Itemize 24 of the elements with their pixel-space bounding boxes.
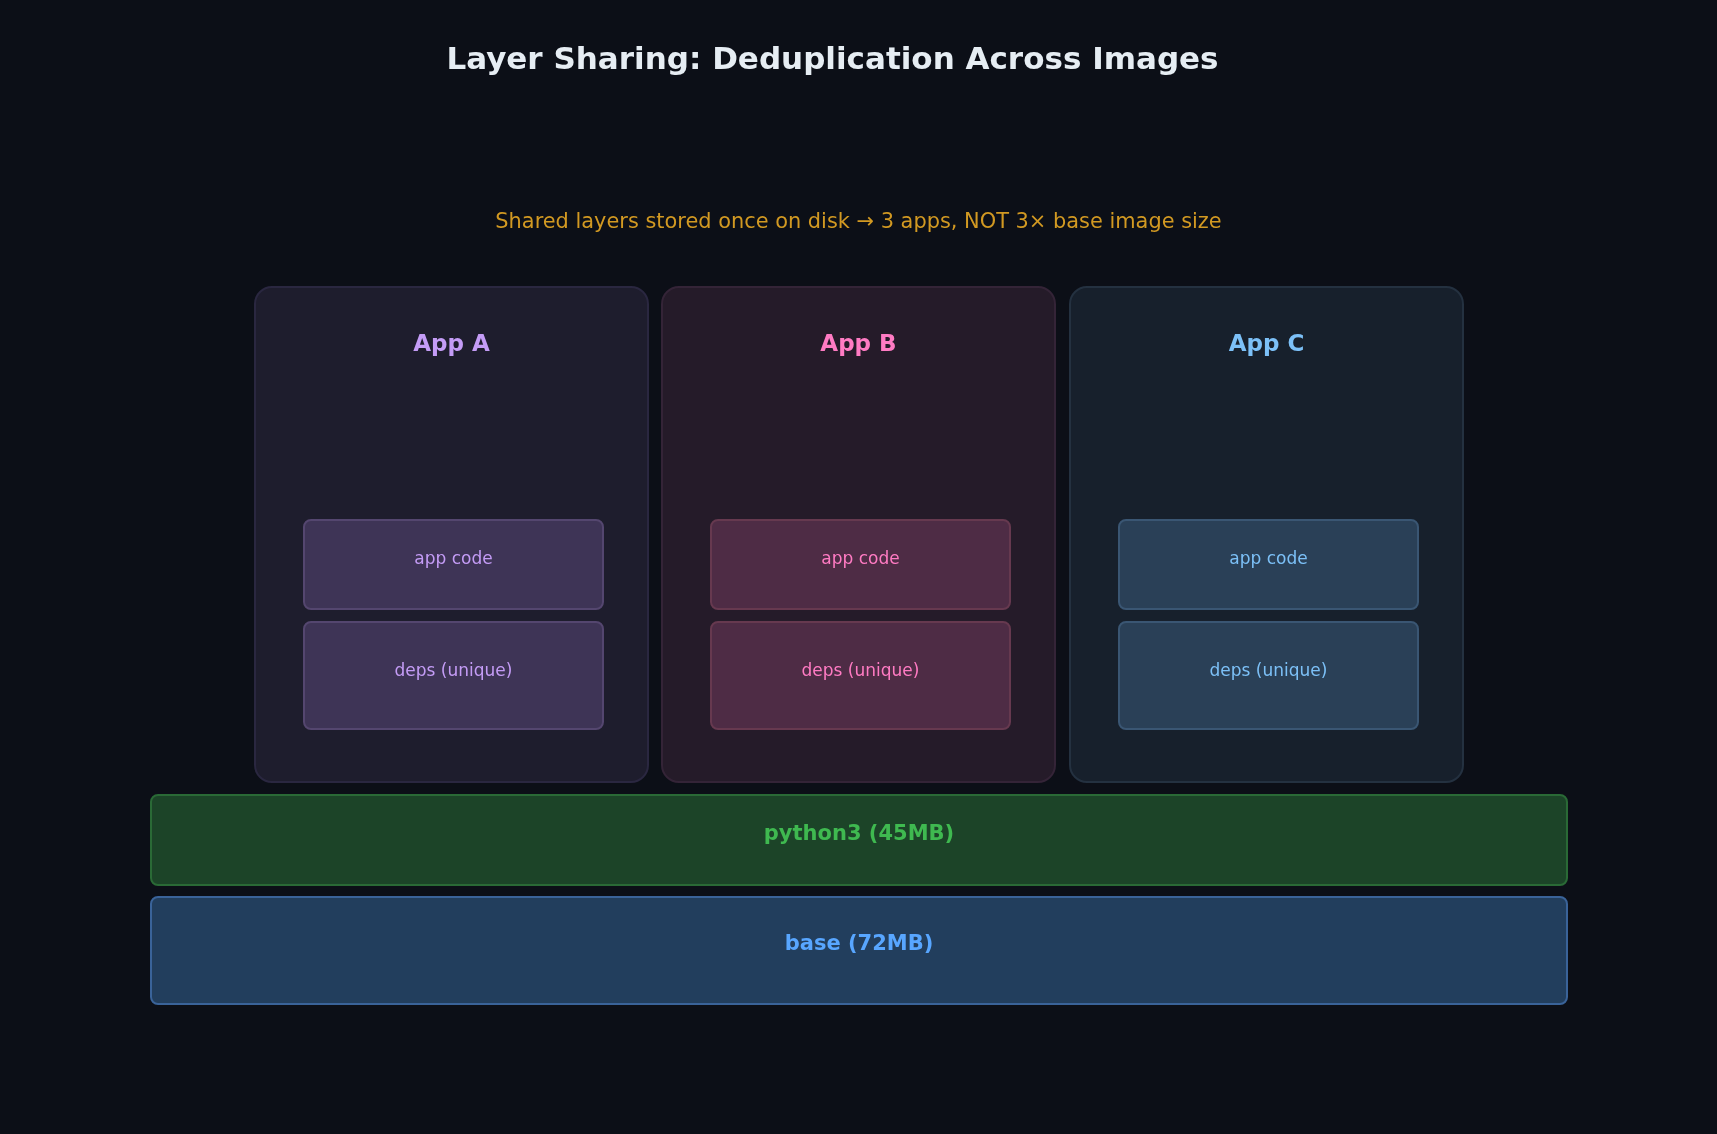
- diagram-title: Layer Sharing: Deduplication Across Images: [445, 40, 1220, 76]
- image-title: App A: [413, 328, 490, 358]
- layer-label: deps (unique): [1209, 659, 1328, 681]
- image-title: App B: [820, 328, 897, 358]
- layer-box: [1118, 621, 1419, 730]
- layer-box: [303, 519, 604, 610]
- layer-label: python3 (45MB): [763, 820, 955, 846]
- shared-layer-bar: [150, 794, 1568, 886]
- layer-label: app code: [1229, 547, 1308, 569]
- shared-layer-bar: [150, 896, 1568, 1005]
- image-panel: [254, 286, 649, 783]
- layer-label: app code: [821, 547, 900, 569]
- layer-box: [303, 621, 604, 730]
- layer-label: app code: [414, 547, 493, 569]
- image-panel: [661, 286, 1056, 783]
- layer-box: [710, 621, 1011, 730]
- image-panel: [1069, 286, 1464, 783]
- layer-box: [710, 519, 1011, 610]
- note-text: Shared layers stored once on disk → 3 apps, NOT 3× base image size: [494, 209, 1223, 233]
- layer-box: [1118, 519, 1419, 610]
- image-title: App C: [1228, 328, 1305, 358]
- layer-label: deps (unique): [801, 659, 920, 681]
- layer-label: base (72MB): [784, 930, 934, 956]
- layer-label: deps (unique): [394, 659, 513, 681]
